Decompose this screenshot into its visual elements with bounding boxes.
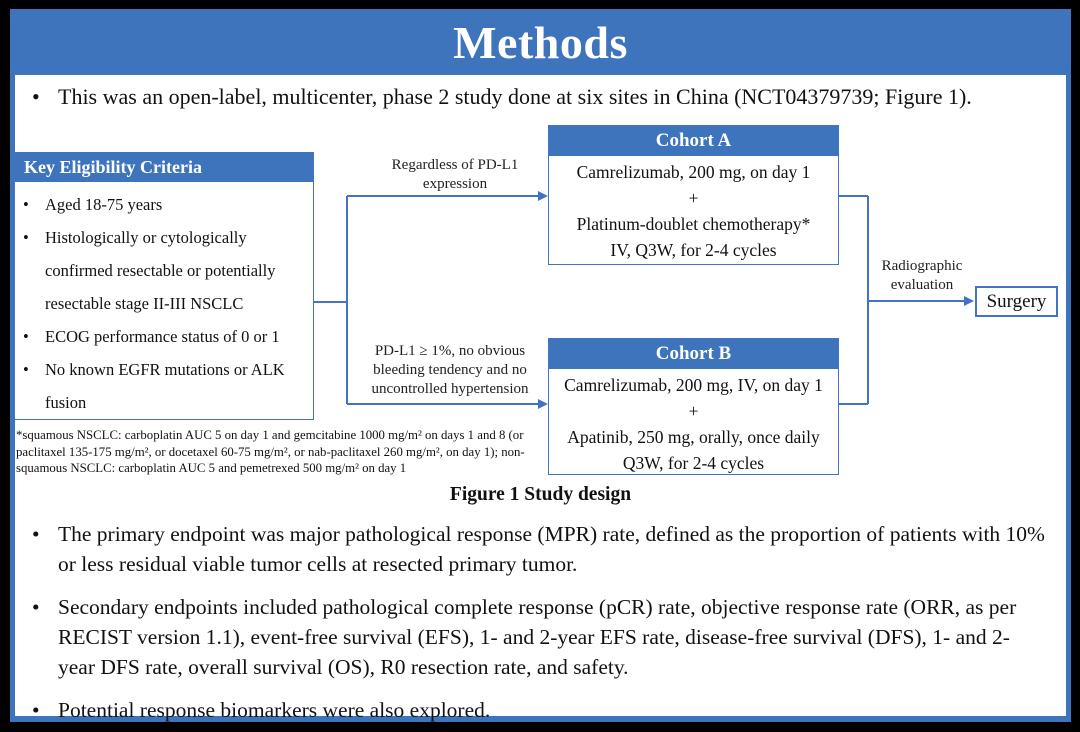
bullet-marker (32, 82, 58, 112)
cohort-b-box: Cohort B Camrelizumab, 200 mg, IV, on da… (548, 338, 839, 475)
cohort-a-line: Camrelizumab, 200 mg, on day 1 (576, 162, 811, 182)
bullet-marker (23, 353, 45, 386)
bullet-marker (32, 695, 58, 725)
list-item: The primary endpoint was major pathologi… (32, 519, 1046, 579)
branch-label-cohort-b: PD-L1 ≥ 1%, no obvious bleeding tendency… (371, 343, 529, 397)
figure-footnote: *squamous NSCLC: carboplatin AUC 5 on da… (16, 428, 525, 475)
endpoint-bullets: The primary endpoint was major pathologi… (32, 519, 1046, 732)
bullet-marker (23, 320, 45, 353)
cohort-a-line: + (688, 188, 699, 208)
list-item: No known EGFR mutations or ALK fusion (23, 353, 311, 419)
eligibility-box: Key Eligibility Criteria Aged 18-75 year… (14, 152, 314, 420)
cohort-b-line: Q3W, for 2-4 cycles (622, 453, 765, 473)
list-item: ECOG performance status of 0 or 1 (23, 320, 311, 353)
list-item: Histologically or cytologically confirme… (23, 221, 311, 320)
cohort-b-header: Cohort B (549, 339, 838, 369)
bullet-text: Potential response biomarkers were also … (58, 698, 491, 722)
bullet-text: The primary endpoint was major pathologi… (58, 522, 1045, 576)
list-item: Secondary endpoints included pathologica… (32, 592, 1046, 682)
list-item: Aged 18-75 years (23, 188, 311, 221)
eligibility-item-text: ECOG performance status of 0 or 1 (45, 327, 280, 346)
cohort-a-body: Camrelizumab, 200 mg, on day 1 + Platinu… (549, 156, 838, 263)
cohort-a-line: Platinum-doublet chemotherapy* (576, 214, 811, 234)
cohort-b-line: Apatinib, 250 mg, orally, once daily (567, 427, 820, 447)
cohort-a-header: Cohort A (549, 126, 838, 156)
cohort-b-body: Camrelizumab, 200 mg, IV, on day 1 + Apa… (549, 369, 838, 476)
eligibility-item-text: Histologically or cytologically confirme… (45, 228, 276, 313)
eligibility-list: Aged 18-75 years Histologically or cytol… (15, 182, 313, 419)
eligibility-item-text: Aged 18-75 years (45, 195, 163, 214)
cohort-a-box: Cohort A Camrelizumab, 200 mg, on day 1 … (548, 125, 839, 265)
page-title: Methods (453, 16, 628, 68)
bullet-marker (23, 221, 45, 254)
surgery-box: Surgery (975, 286, 1058, 317)
bullet-marker (32, 592, 58, 622)
title-banner: Methods (10, 9, 1071, 75)
intro-bullet-text: This was an open-label, multicenter, pha… (58, 84, 972, 109)
eligibility-header: Key Eligibility Criteria (15, 153, 313, 182)
cohort-b-line: Camrelizumab, 200 mg, IV, on day 1 (564, 375, 823, 395)
intro-bullet: This was an open-label, multicenter, pha… (32, 82, 1046, 112)
cohort-b-line: + (688, 401, 699, 421)
cohort-a-line: IV, Q3W, for 2-4 cycles (610, 240, 777, 260)
branch-label-cohort-a: Regardless of PD-L1 expression (391, 157, 519, 192)
branch-label-surgery: Radiographic evaluation (881, 258, 963, 293)
figure-caption: Figure 1 Study design (449, 484, 632, 505)
list-item: Potential response biomarkers were also … (32, 695, 1046, 725)
bullet-marker (32, 519, 58, 549)
bullet-text: Secondary endpoints included pathologica… (58, 595, 1017, 679)
eligibility-item-text: No known EGFR mutations or ALK fusion (45, 360, 285, 412)
bullet-marker (23, 188, 45, 221)
